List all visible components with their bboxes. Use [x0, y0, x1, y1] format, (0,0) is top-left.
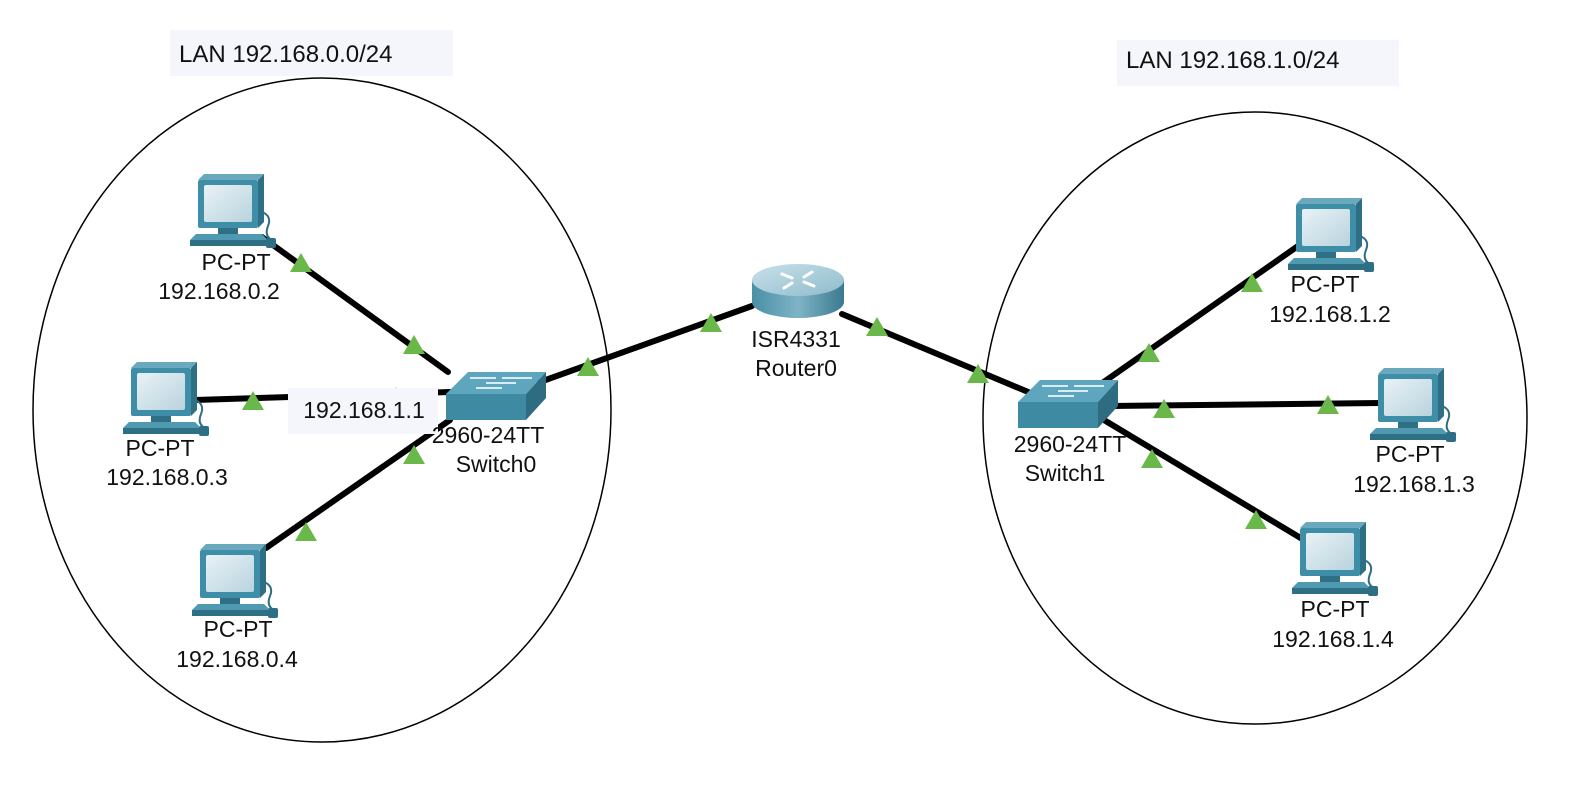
link-switch1-pc3[interactable]	[1095, 243, 1301, 389]
lan-boundary-left	[32, 77, 612, 743]
pc-ip-label: 192.168.1.3	[1353, 471, 1475, 497]
pc-ip-label: 192.168.0.4	[176, 646, 298, 672]
pc-3[interactable]	[1287, 197, 1375, 273]
pc-2[interactable]	[191, 543, 279, 619]
lan-label-right: LAN 192.168.1.0/24	[1117, 40, 1399, 86]
pc-model-label: PC-PT	[1376, 441, 1445, 467]
pc-icon	[1287, 197, 1375, 273]
router-0[interactable]	[750, 262, 846, 320]
pc-model-label: PC-PT	[202, 249, 271, 275]
pc-1[interactable]	[122, 361, 210, 437]
pc-icon	[122, 361, 210, 437]
link-switch1-pc4[interactable]	[1107, 400, 1383, 409]
pc-icon	[1291, 521, 1379, 597]
switch-model-label: 2960-24TT	[1014, 431, 1127, 457]
link-up-marker	[1153, 399, 1175, 418]
pc-icon	[189, 173, 277, 249]
switch0-ip-note: 192.168.1.1	[303, 397, 425, 423]
link-pc2-switch0[interactable]	[263, 417, 453, 551]
pc-icon	[191, 543, 279, 619]
lan-label-text: LAN 192.168.1.0/24	[1126, 47, 1340, 74]
pc-icon	[1369, 367, 1457, 443]
switch-1[interactable]	[1017, 379, 1119, 429]
switch-name-label: Switch1	[1025, 460, 1106, 486]
pc-0[interactable]	[189, 173, 277, 249]
pc-ip-label: 192.168.1.2	[1269, 301, 1391, 327]
lan-label-left: LAN 192.168.0.0/24	[170, 30, 453, 76]
link-switch1-pc5[interactable]	[1101, 417, 1307, 543]
switch-icon	[445, 371, 547, 421]
pc-model-label: PC-PT	[1301, 596, 1370, 622]
switch-0[interactable]	[445, 371, 547, 421]
router-name-label: Router0	[755, 355, 837, 381]
switch-icon	[1017, 379, 1119, 429]
pc-ip-label: 192.168.1.4	[1272, 626, 1394, 652]
switch-name-label: Switch0	[456, 451, 537, 477]
pc-ip-label: 192.168.0.2	[158, 278, 280, 304]
pc-model-label: PC-PT	[204, 616, 273, 642]
pc-4[interactable]	[1369, 367, 1457, 443]
switch-model-label: 2960-24TT	[432, 422, 545, 448]
router-icon	[750, 262, 846, 320]
pc-model-label: PC-PT	[1291, 271, 1360, 297]
link-switch0-router[interactable]	[537, 303, 755, 385]
lan-label-text: LAN 192.168.0.0/24	[179, 41, 393, 68]
switch0-ip-note-bg	[288, 388, 438, 434]
pc-model-label: PC-PT	[126, 435, 195, 461]
lan-boundary-right	[982, 111, 1528, 725]
router-model-label: ISR4331	[751, 326, 841, 352]
pc-5[interactable]	[1291, 521, 1379, 597]
pc-ip-label: 192.168.0.3	[106, 464, 228, 490]
